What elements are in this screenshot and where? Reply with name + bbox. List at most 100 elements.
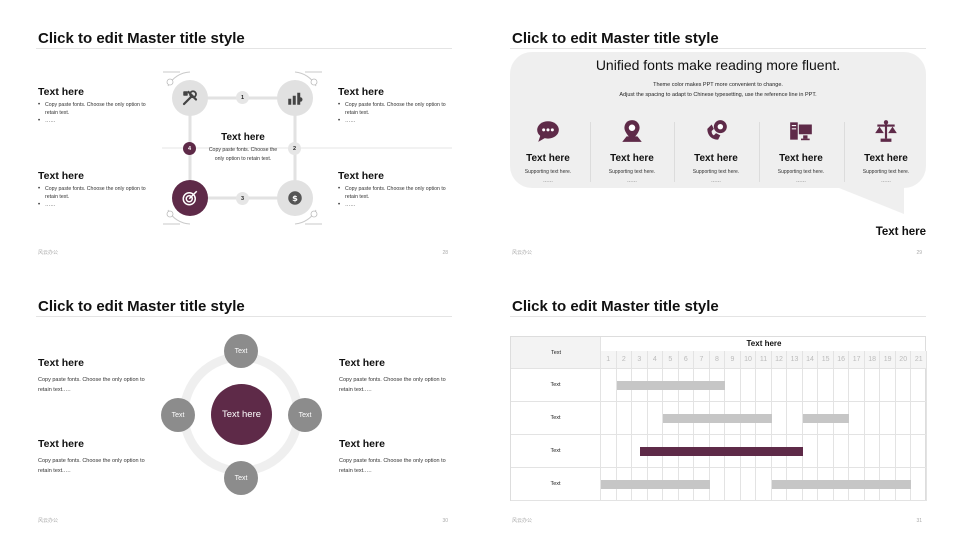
corner-label: Text xyxy=(550,350,562,356)
grid-cell xyxy=(802,369,819,402)
satellite-left: Text xyxy=(161,398,195,432)
grid-cell xyxy=(725,369,741,402)
grid-cell xyxy=(864,402,881,435)
grid-cell xyxy=(756,369,772,402)
feature-divider xyxy=(674,122,675,182)
bullet: …… xyxy=(338,201,450,209)
tools-circle xyxy=(172,80,208,116)
grid-cell xyxy=(787,402,803,435)
gantt-bar xyxy=(663,414,772,423)
bullet: Copy paste fonts. Choose the only option… xyxy=(338,101,450,117)
grid-cell xyxy=(864,369,881,402)
gantt-bar xyxy=(601,480,710,489)
grid-cell xyxy=(601,402,617,435)
footer-brand: 风云办公 xyxy=(512,250,533,256)
grid-cell xyxy=(911,369,927,402)
dollar-circle: $ xyxy=(277,180,313,216)
bullet: Copy paste fonts. Choose the only option… xyxy=(338,185,450,201)
feature-5: Text here Supporting text here. …… xyxy=(844,118,928,184)
gantt-bar xyxy=(771,480,912,489)
feature-title: Text here xyxy=(526,153,570,164)
bullet: …… xyxy=(338,117,450,125)
grid-cell xyxy=(632,402,648,435)
day-header-10: 10 xyxy=(740,351,757,369)
grid-cell xyxy=(601,435,617,468)
satellite-label: Text xyxy=(171,411,185,419)
feature-divider xyxy=(844,122,845,182)
bullet: Copy paste fonts. Choose the only option… xyxy=(38,185,150,201)
grid-cell xyxy=(849,435,865,468)
subline-1: Theme color makes PPT more convenient to… xyxy=(653,82,783,88)
grid-cell xyxy=(880,402,896,435)
text-block-bottom-left: Text here Copy paste fonts. Choose the o… xyxy=(38,170,150,209)
day-header-11: 11 xyxy=(756,351,772,369)
footer-brand: 风云办公 xyxy=(38,250,59,256)
center-block: Text here Copy paste fonts. Choose the o… xyxy=(205,132,281,164)
gantt-bar xyxy=(639,447,803,456)
grid-cell xyxy=(864,435,881,468)
chart-circle xyxy=(277,80,313,116)
gantt-bar xyxy=(802,414,850,423)
grid-cell xyxy=(756,468,772,501)
text-block-top-left: Text here Copy paste fonts. Choose the o… xyxy=(38,357,153,395)
scales-icon xyxy=(875,120,897,142)
title-divider xyxy=(36,316,452,317)
day-header-4: 4 xyxy=(647,351,664,369)
block-heading: Text here xyxy=(38,357,84,369)
feature-divider xyxy=(590,122,591,182)
grid-cell xyxy=(725,468,741,501)
day-header-18: 18 xyxy=(864,351,881,369)
block-body: Copy paste fonts. Choose the only option… xyxy=(339,458,446,474)
slide-title: Click to edit Master title style xyxy=(38,298,245,315)
step-number-4: 4 xyxy=(183,142,196,155)
headline: Unified fonts make reading more fluent. xyxy=(595,57,841,73)
text-block-top-right: Text here Copy paste fonts. Choose the o… xyxy=(338,86,450,125)
day-header-2: 2 xyxy=(616,351,633,369)
map-pin-icon xyxy=(622,120,642,142)
subline-2: Adjust the spacing to adapt to Chinese t… xyxy=(619,92,817,98)
satellite-label: Text xyxy=(234,347,248,355)
grid-cell xyxy=(616,435,633,468)
day-header-7: 7 xyxy=(694,351,710,369)
grid-cell xyxy=(771,402,788,435)
day-header-band xyxy=(601,351,927,369)
feature-2: Text here Supporting text here. …… xyxy=(590,118,674,184)
text-block-top-right: Text here Copy paste fonts. Choose the o… xyxy=(339,357,454,395)
row-label: Text xyxy=(511,402,601,435)
block-body: Copy paste fonts. Choose the only option… xyxy=(339,377,446,393)
svg-text:$: $ xyxy=(292,193,298,203)
bullet: …… xyxy=(38,117,150,125)
day-header-1: 1 xyxy=(601,351,617,369)
day-header-3: 3 xyxy=(632,351,648,369)
tools-icon xyxy=(182,90,198,106)
satellite-label: Text xyxy=(234,474,248,482)
corner-cell xyxy=(511,337,601,369)
grid-cell xyxy=(911,435,927,468)
feature-1: Text here Supporting text here. …… xyxy=(506,118,590,184)
phone-icon xyxy=(707,120,727,140)
feature-dots: …… xyxy=(796,178,806,184)
slide-title: Click to edit Master title style xyxy=(38,30,245,47)
speech-bubble xyxy=(510,52,926,188)
text-block-top-left: Text here Copy paste fonts. Choose the o… xyxy=(38,86,150,125)
row-label: Text xyxy=(511,468,601,501)
feature-subtitle: Supporting text here. xyxy=(608,169,656,175)
grid-cell xyxy=(895,402,912,435)
grid-cell xyxy=(740,369,757,402)
block-body: Copy paste fonts. Choose the only option… xyxy=(38,377,145,393)
center-body: Copy paste fonts. Choose the only option… xyxy=(208,147,278,162)
block-heading: Text here xyxy=(339,438,385,450)
grid-cell xyxy=(849,402,865,435)
gantt-bar xyxy=(616,381,726,390)
slide-28: Click to edit Master title style xyxy=(0,0,474,268)
center-circle: Text here xyxy=(211,384,272,445)
grid-cell xyxy=(616,402,633,435)
title-divider xyxy=(510,316,926,317)
day-header-6: 6 xyxy=(678,351,695,369)
gantt-title: Text here xyxy=(746,339,782,348)
text-block-bottom-right: Text here Copy paste fonts. Choose the o… xyxy=(339,438,454,476)
satellite-right: Text xyxy=(288,398,322,432)
block-heading: Text here xyxy=(338,170,384,182)
block-heading: Text here xyxy=(38,438,84,450)
computer-icon xyxy=(790,122,812,141)
